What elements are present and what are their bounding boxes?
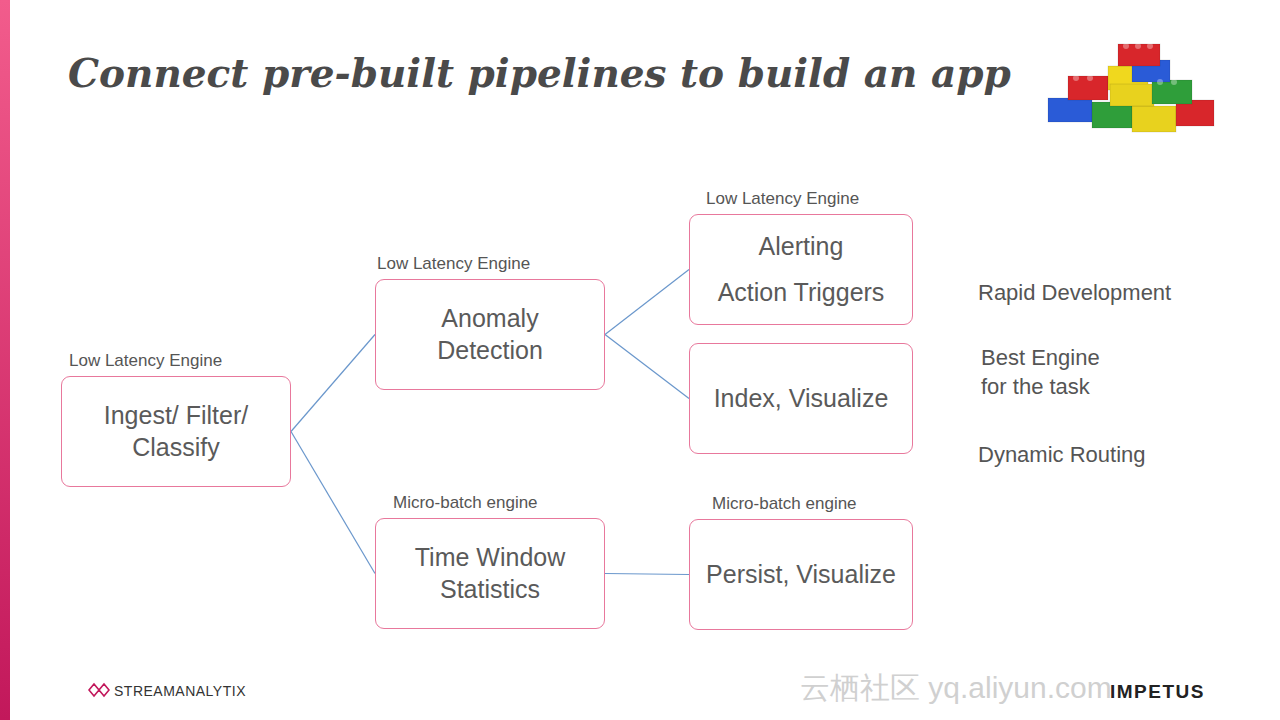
- engine-label: Micro-batch engine: [393, 493, 538, 513]
- box-label: Persist, Visualize: [696, 559, 906, 590]
- engine-label: Low Latency Engine: [706, 189, 859, 209]
- box-label: Action Triggers: [708, 277, 895, 308]
- connector-line: [605, 335, 689, 399]
- engine-label: Low Latency Engine: [69, 351, 222, 371]
- connector-line: [605, 574, 689, 575]
- box-label: Index, Visualize: [704, 383, 899, 414]
- process-box: Low Latency EngineAlertingAction Trigger…: [689, 214, 913, 325]
- process-box: Low Latency EngineAnomaly Detection: [375, 279, 605, 390]
- box-label: Alerting: [749, 231, 854, 262]
- benefit-note: Rapid Development: [978, 279, 1238, 308]
- accent-bar: [0, 0, 10, 720]
- box-label: Ingest/ Filter/ Classify: [62, 400, 290, 463]
- process-box: Micro-batch engineTime Window Statistics: [375, 518, 605, 629]
- connector-line: [291, 432, 375, 574]
- process-box: Index, Visualize: [689, 343, 913, 454]
- connector-line: [291, 335, 375, 432]
- benefit-note: Best Engine for the task: [981, 344, 1131, 401]
- process-box: Low Latency EngineIngest/ Filter/ Classi…: [61, 376, 291, 487]
- process-box: Micro-batch enginePersist, Visualize: [689, 519, 913, 630]
- benefit-note: Dynamic Routing: [978, 441, 1238, 470]
- box-label: Time Window Statistics: [376, 542, 604, 605]
- watermark: 云栖社区 yq.aliyun.com: [800, 668, 1100, 707]
- logo-mark: [88, 681, 110, 699]
- product-logo: STREAMANALYTIX: [114, 682, 314, 700]
- lego-illustration: [1040, 36, 1220, 146]
- slide-title: Connect pre-built pipelines to build an …: [68, 50, 1011, 96]
- engine-label: Low Latency Engine: [377, 254, 530, 274]
- box-label: Anomaly Detection: [376, 303, 604, 366]
- connector-line: [605, 270, 689, 335]
- engine-label: Micro-batch engine: [712, 494, 857, 514]
- company-logo: IMPETUS: [1110, 680, 1230, 705]
